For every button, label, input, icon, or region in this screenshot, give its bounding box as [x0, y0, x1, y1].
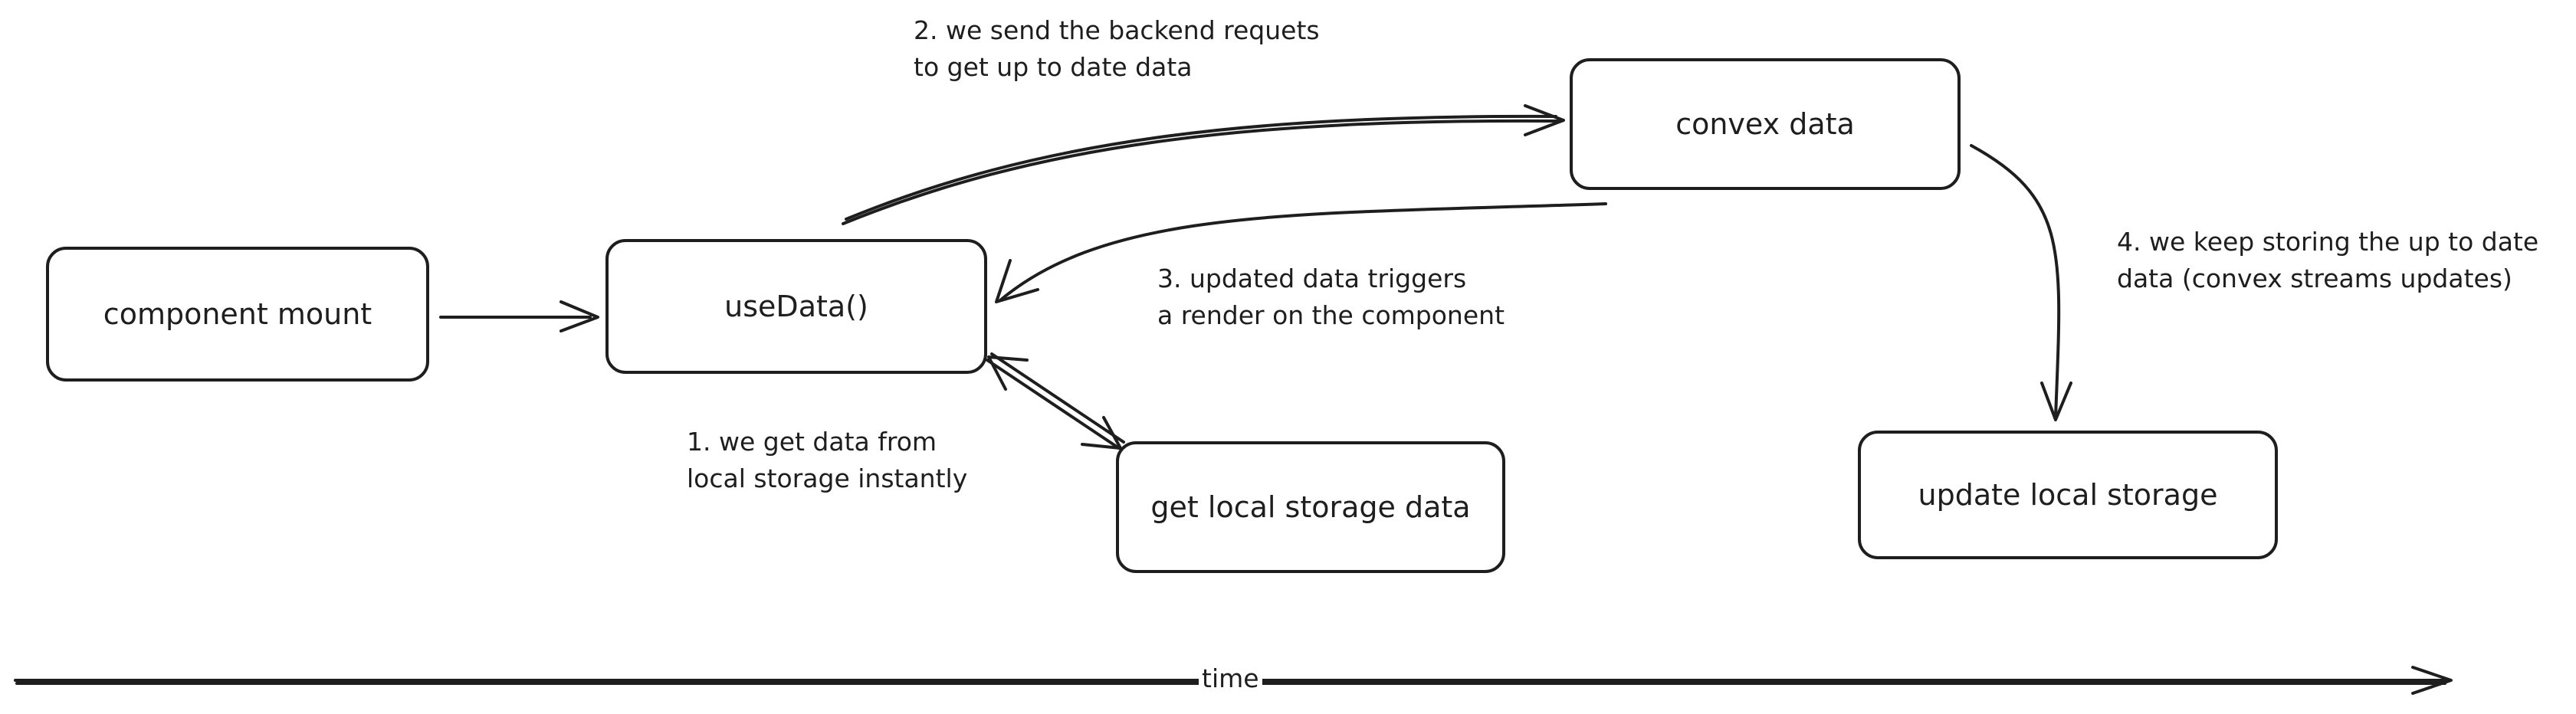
- component-mount-box: component mount: [46, 247, 429, 382]
- get-local-storage-box: get local storage data: [1116, 441, 1505, 573]
- get-local-storage-label: get local storage data: [1150, 490, 1471, 524]
- step2-line2: to get up to date data: [914, 52, 1193, 82]
- arrowhead-usedata-end: [987, 355, 1029, 391]
- use-data-label: useData(): [724, 290, 868, 323]
- arrow-convex-to-usedata: [999, 202, 1607, 302]
- arrow-usedata-to-convex: [842, 119, 1561, 225]
- convex-data-label: convex data: [1675, 107, 1855, 141]
- step3-line1: 3. updated data triggers: [1157, 264, 1467, 293]
- step2-note: 2. we send the backend requets to get up…: [914, 12, 1320, 86]
- arrowhead-convex-to-update-storage: [2040, 382, 2072, 421]
- step3-note: 3. updated data triggers a render on the…: [1157, 260, 1505, 334]
- use-data-box: useData(): [605, 239, 987, 374]
- arrow-convex-to-update-storage: [1970, 144, 2061, 419]
- step4-note: 4. we keep storing the up to date data (…: [2117, 224, 2538, 297]
- arrow-usedata-to-local-storage: [986, 359, 1121, 450]
- component-mount-label: component mount: [103, 297, 372, 331]
- timeline-label: time: [1199, 663, 1262, 693]
- step2-line1: 2. we send the backend requets: [914, 15, 1320, 45]
- step3-line2: a render on the component: [1157, 300, 1505, 330]
- step1-note: 1. we get data from local storage instan…: [687, 424, 967, 497]
- step1-line2: local storage instantly: [687, 463, 968, 493]
- arrow-usedata-to-convex-double: [845, 114, 1557, 221]
- arrow-usedata-to-local-storage-double: [990, 352, 1125, 444]
- arrowhead-usedata-to-convex: [1524, 104, 1565, 136]
- update-local-storage-label: update local storage: [1918, 478, 2218, 512]
- step4-line2: data (convex streams updates): [2117, 264, 2512, 293]
- step1-line1: 1. we get data from: [687, 427, 937, 457]
- step4-line1: 4. we keep storing the up to date: [2117, 227, 2539, 257]
- timeline-arrowhead: [2411, 666, 2453, 695]
- arrowhead-mount-to-usedata: [560, 300, 599, 332]
- update-local-storage-box: update local storage: [1858, 431, 2278, 559]
- convex-data-box: convex data: [1570, 58, 1961, 190]
- arrowhead-convex-to-usedata: [995, 259, 1039, 303]
